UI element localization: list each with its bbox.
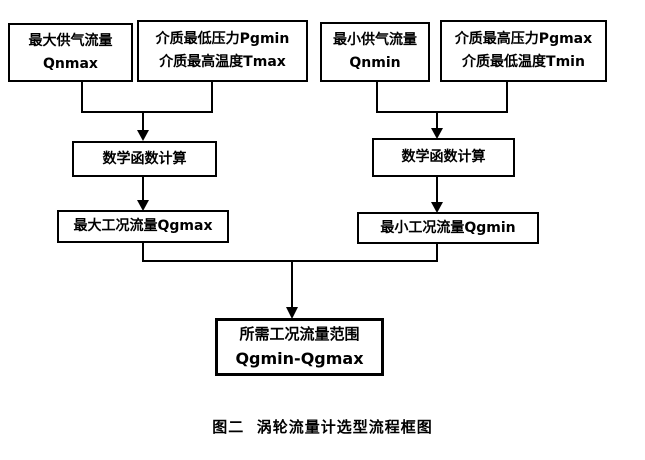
node-required-flow-range-label: 所需工况流量范围 (239, 324, 360, 343)
arrow-left-calc-to-qgmax (137, 177, 149, 211)
connector-right-input-bracket (376, 82, 508, 113)
arrow-left-bracket-to-calc (137, 112, 149, 141)
node-max-pressure-label: 介质最高压力Pgmax (454, 31, 593, 48)
node-min-pressure-label: 介质最低压力Pgmin (155, 31, 290, 48)
arrow-right-calc-to-qgmin (431, 177, 443, 213)
node-required-flow-range-symbol: Qgmin-Qgmax (235, 349, 364, 369)
node-max-supply-flow-label: 最大供气流量 (28, 32, 113, 49)
node-min-working-flow: 最小工况流量Qgmin (357, 212, 539, 244)
node-min-working-flow-label: 最小工况流量Qgmin (380, 219, 516, 236)
connector-merge-bracket (142, 243, 438, 262)
node-math-calc-left-label: 数学函数计算 (102, 150, 187, 167)
node-max-temp-label: 介质最高温度Tmax (159, 54, 286, 70)
node-max-supply-flow-symbol: Qnmax (43, 55, 98, 72)
node-math-calc-left: 数学函数计算 (72, 141, 217, 177)
node-min-temp-label: 介质最低温度Tmin (462, 54, 585, 70)
node-required-flow-range: 所需工况流量范围 Qgmin-Qgmax (215, 318, 384, 376)
node-min-supply-flow-label: 最小供气流量 (333, 32, 417, 49)
node-max-working-flow: 最大工况流量Qgmax (57, 210, 229, 243)
arrow-merge-to-range (286, 261, 298, 319)
node-math-calc-right-label: 数学函数计算 (401, 149, 486, 166)
figure-caption: 图二 涡轮流量计选型流程框图 (212, 418, 433, 436)
connector-left-input-bracket (81, 82, 213, 113)
node-max-working-flow-label: 最大工况流量Qgmax (73, 218, 213, 235)
node-min-supply-flow-symbol: Qnmin (349, 55, 401, 71)
node-max-supply-flow: 最大供气流量 Qnmax (8, 23, 133, 82)
node-max-pressure-min-temp: 介质最高压力Pgmax 介质最低温度Tmin (440, 20, 607, 82)
node-min-pressure-max-temp: 介质最低压力Pgmin 介质最高温度Tmax (137, 20, 308, 82)
node-math-calc-right: 数学函数计算 (372, 138, 515, 177)
node-min-supply-flow: 最小供气流量 Qnmin (320, 22, 430, 82)
arrow-right-bracket-to-calc (431, 112, 443, 139)
